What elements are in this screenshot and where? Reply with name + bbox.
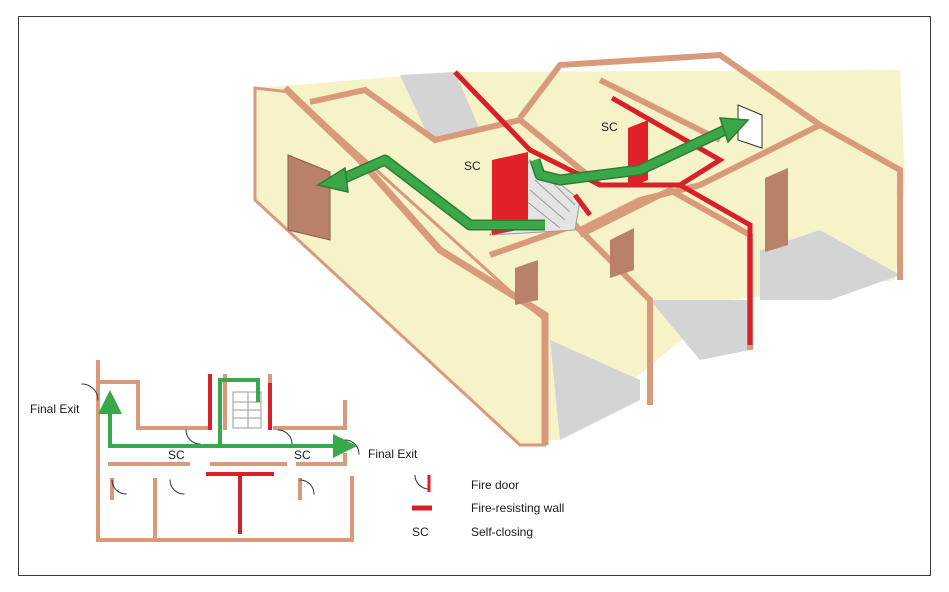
diagram-frame [18, 16, 931, 576]
iso-floor-right [760, 230, 900, 300]
legend-fire-door-label: Fire door [471, 478, 519, 492]
plan-escape-route-left [98, 390, 222, 448]
legend-sc-symbol: SC [412, 525, 429, 539]
floor-plan [81, 360, 360, 542]
legend: Fire door Fire-resisting wall SC Self-cl… [412, 474, 564, 539]
legend-sc-label: Self-closing [471, 525, 533, 539]
iso-escape-route-left-fill [338, 156, 545, 229]
plan-walls [96, 360, 354, 542]
plan-fire-walls [206, 374, 274, 534]
iso-floor-mid [650, 300, 750, 360]
iso-room-door-3 [765, 168, 788, 252]
plan-sc-right: SC [294, 448, 311, 462]
iso-floor-back [400, 72, 480, 140]
iso-sc-door-corridor [628, 120, 648, 188]
iso-inner-wall-1 [309, 86, 602, 188]
iso-outer-wall-top [282, 85, 549, 445]
iso-sc-label-stair: SC [464, 159, 481, 173]
iso-room-door-1 [515, 260, 538, 305]
plan-final-exit-left: Final Exit [30, 402, 80, 416]
iso-sc-door-stair [492, 152, 528, 235]
iso-left-exit-door [287, 154, 331, 241]
iso-escape-arrow-right [718, 117, 750, 144]
isometric-view: SC SC [253, 51, 905, 447]
iso-escape-route-right-fill [531, 126, 727, 184]
iso-inner-wall-2 [517, 51, 903, 280]
iso-room-door-2 [610, 228, 634, 278]
legend-fire-door-icon [414, 474, 431, 492]
plan-escape-route [218, 378, 260, 448]
iso-fire-wall-2 [610, 95, 725, 188]
iso-fire-wall-3 [573, 193, 592, 217]
iso-floor-left [550, 340, 640, 440]
plan-final-exit-right: Final Exit [368, 447, 418, 461]
legend-fire-wall-label: Fire-resisting wall [471, 501, 564, 515]
iso-fire-wall-1 [453, 70, 753, 345]
plan-sc-left: SC [168, 448, 185, 462]
iso-sc-label-corridor: SC [601, 120, 618, 134]
iso-escape-arrow-left [316, 166, 349, 193]
